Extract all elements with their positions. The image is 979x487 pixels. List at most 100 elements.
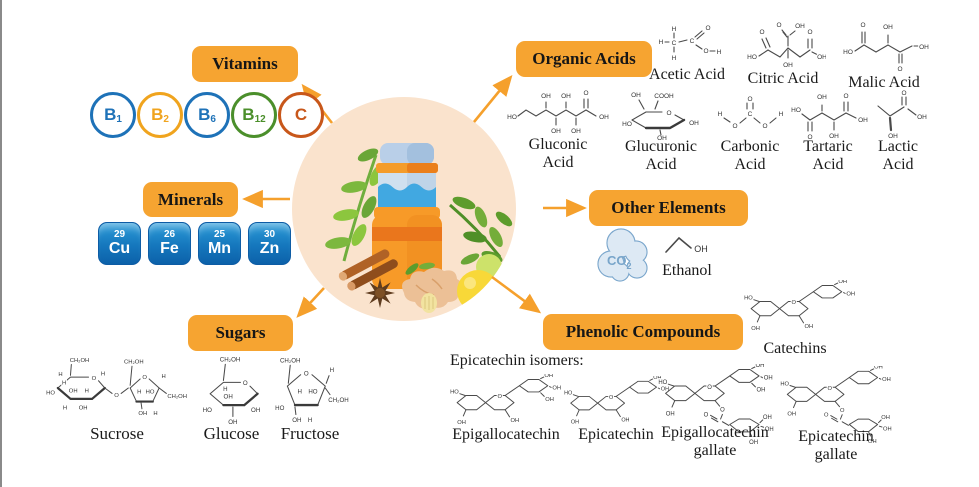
citric-acid-label: Citric Acid <box>747 70 819 87</box>
svg-text:OH: OH <box>817 94 827 101</box>
svg-text:CH₂OH: CH₂OH <box>328 397 348 404</box>
svg-text:OH: OH <box>657 135 667 142</box>
vitamin-symbol: C <box>294 105 308 124</box>
sugars-box: Sugars <box>188 315 293 351</box>
svg-text:O: O <box>807 134 812 141</box>
svg-text:H: H <box>672 26 677 33</box>
atomic-number: 26 <box>163 229 176 240</box>
svg-text:OH: OH <box>561 93 571 100</box>
organic-acids-box: Organic Acids <box>516 41 652 77</box>
svg-text:OH: OH <box>69 389 78 395</box>
epicatechin-label: Epicatechin <box>578 426 654 443</box>
glucose-structure: O CH₂OH H OH HO OH OH <box>201 355 261 426</box>
atomic-number: 29 <box>113 229 126 240</box>
svg-text:OH: OH <box>919 44 929 51</box>
vitamin-symbol: B <box>198 105 211 124</box>
other-elements-box-label: Other Elements <box>611 198 726 217</box>
svg-text:OH: OH <box>571 419 579 425</box>
svg-text:OH: OH <box>858 117 868 124</box>
svg-text:O: O <box>720 408 725 414</box>
svg-text:O: O <box>840 408 845 414</box>
svg-text:H: H <box>137 389 141 395</box>
malic-acid-structure: HO O OH O OH <box>842 21 930 74</box>
svg-text:OH: OH <box>874 366 883 371</box>
svg-text:H: H <box>223 386 227 393</box>
svg-text:OH: OH <box>763 415 772 421</box>
svg-text:O: O <box>860 22 865 29</box>
atomic-number: 25 <box>213 229 226 240</box>
sucrose-label: Sucrose <box>90 424 144 443</box>
epicatechin-gallate-label: Epicatechin gallate <box>798 428 874 463</box>
svg-text:OH: OH <box>756 364 765 369</box>
svg-text:OH: OH <box>545 397 554 403</box>
svg-text:H: H <box>297 389 301 396</box>
acetic-acid-structure: H H C H C O O H <box>657 24 723 64</box>
svg-text:OH: OH <box>881 415 890 421</box>
minerals-box-label: Minerals <box>157 189 224 209</box>
svg-text:OH: OH <box>79 406 88 412</box>
vitamin-subscript: 1 <box>116 114 122 125</box>
svg-text:HO: HO <box>791 107 801 114</box>
svg-text:O: O <box>843 93 848 100</box>
carbonic-acid-structure: H O C O O H <box>716 95 785 132</box>
svg-text:HO: HO <box>747 54 757 61</box>
svg-text:OH: OH <box>764 376 773 382</box>
svg-text:CH₂OH: CH₂OH <box>280 357 300 364</box>
element-symbol: Cu <box>108 240 131 257</box>
vitamin-c-badge: C <box>278 92 324 138</box>
gluconic-acid-label: Gluconic Acid <box>528 136 588 171</box>
glucuronic-acid-structure: O OH COOH HO OH OH <box>622 91 700 142</box>
element-symbol: Fe <box>160 240 179 257</box>
kombucha-jar-illustration <box>325 143 513 313</box>
ethanol-structure: OH <box>665 236 709 256</box>
vitamin-subscript: 12 <box>254 114 266 125</box>
element-symbol: Mn <box>207 240 232 257</box>
svg-text:OH: OH <box>228 419 237 426</box>
svg-text:C: C <box>672 40 677 47</box>
svg-text:OH: OH <box>868 439 877 445</box>
svg-text:H: H <box>718 111 723 118</box>
svg-text:OH: OH <box>541 93 551 100</box>
svg-text:H: H <box>85 389 89 395</box>
vitamins-box: Vitamins <box>192 46 298 82</box>
sucrose-structure: O CH₂OH H H H OH H HO H OH O O CH₂OH H H… <box>45 357 188 419</box>
svg-text:CH₂OH: CH₂OH <box>220 356 241 363</box>
epicatechin-gallate-structure: O HO OH OH OH O O OH OH OH <box>780 366 892 446</box>
minerals-box: Minerals <box>143 182 238 217</box>
svg-text:O: O <box>243 380 248 387</box>
svg-text:OH: OH <box>544 374 553 379</box>
vitamin-symbol: B <box>242 105 255 124</box>
svg-text:HO: HO <box>275 405 284 412</box>
svg-text:HO: HO <box>46 390 55 396</box>
fructose-structure: O CH₂OH H H HO HO CH₂OH OH H <box>274 356 350 424</box>
svg-text:H: H <box>672 55 677 62</box>
svg-text:OH: OH <box>888 133 898 140</box>
citric-acid-structure: HO O O OH OH O OH <box>746 21 826 70</box>
atomic-number: 30 <box>263 229 276 240</box>
glucuronic-acid-label: Glucuronic Acid <box>625 138 697 173</box>
svg-text:OH: OH <box>787 412 796 418</box>
other-elements-box: Other Elements <box>589 190 748 226</box>
vitamin-subscript: 2 <box>163 114 169 125</box>
svg-text:O: O <box>732 123 737 130</box>
lactic-acid-label: Lactic Acid <box>878 138 918 173</box>
arrow-to-sugars <box>296 287 325 318</box>
lactic-acid-structure: OH O OH <box>877 89 928 141</box>
svg-text:OH: OH <box>653 376 661 381</box>
gluconic-acid-structure: HO OH OH OH OH O OH <box>506 89 611 136</box>
svg-text:H: H <box>101 371 105 377</box>
tartaric-acid-structure: HO O OH OH O OH <box>790 92 870 143</box>
ethanol-label: Ethanol <box>662 262 712 279</box>
co2-text: CO <box>607 253 627 268</box>
svg-text:OH: OH <box>917 114 927 121</box>
svg-text:OH: OH <box>224 393 233 400</box>
svg-text:OH: OH <box>795 23 805 30</box>
svg-text:HO: HO <box>843 49 853 56</box>
svg-text:HO: HO <box>507 114 517 121</box>
